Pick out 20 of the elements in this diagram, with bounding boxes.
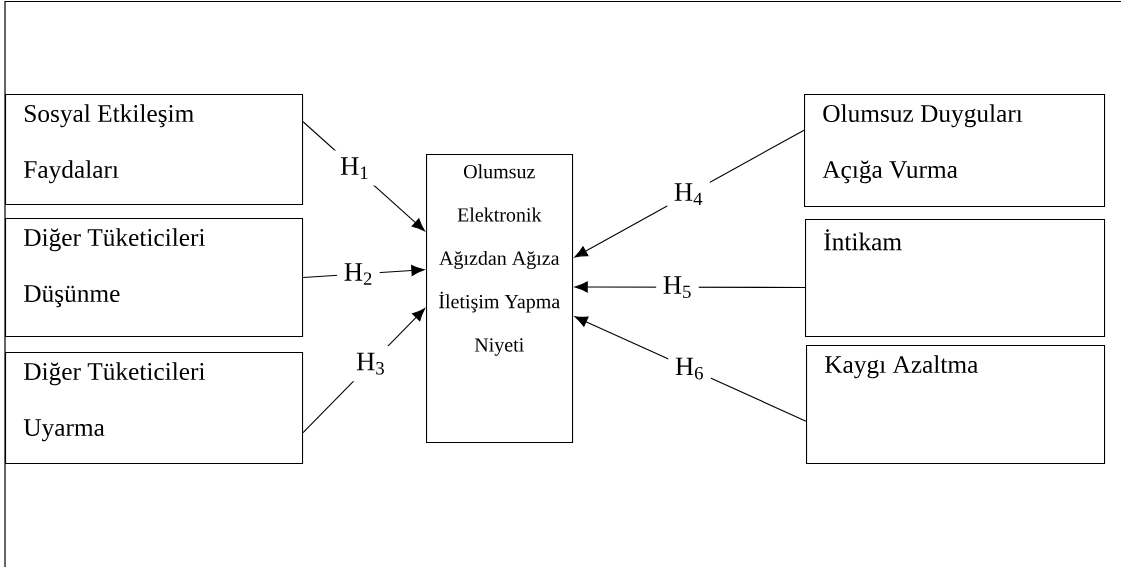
box-text: Olumsuz Duyguları Açığa Vurma [822,104,1023,184]
box-text: İntikam [824,229,902,251]
box-text: Diğer Tüketicileri Uyarma [23,362,205,442]
edge-label: H$_{4}$ [667,176,710,212]
edge-label: H$_{2}$ [337,256,380,292]
construct-box [426,154,574,444]
construct-box [805,219,1106,338]
construct-box [806,345,1106,465]
box-text: Sosyal Etkileşim Faydaları [24,104,194,184]
edge-label: H$_{3}$ [349,346,392,382]
edge-label: H$_{5}$ [656,269,699,305]
edge-label: H$_{6}$ [668,350,711,387]
construct-box [5,352,304,465]
construct-box [804,94,1106,208]
construct-box [5,218,304,338]
box-text: Kaygı Azaltma [825,355,978,379]
box-text: Olumsuz Elektronik Ağızdan Ağıza İletişim Yapma Niyeti [439,164,560,356]
construct-box [5,94,304,206]
box-text: Diğer Tüketicileri Düşünme [24,228,205,308]
edge-label: H$_{1}$ [333,150,376,186]
